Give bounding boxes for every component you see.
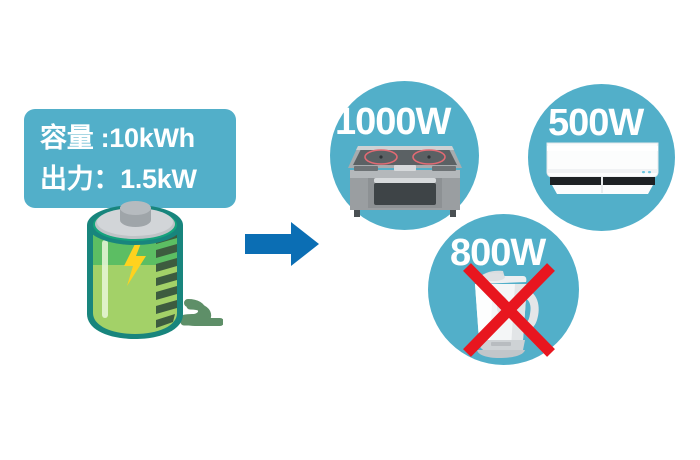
battery-spec-box: 容量 :10kWh 出力：1.5kW — [24, 109, 236, 208]
ih-cooktop-icon — [344, 138, 466, 220]
spec-output-line: 出力：1.5kW — [40, 164, 197, 194]
lightning-bolt-icon — [124, 238, 146, 286]
right-arrow-icon — [243, 219, 323, 269]
watt-label-kettle: 800W — [450, 232, 546, 274]
red-cross-icon — [460, 262, 558, 358]
air-conditioner-icon — [543, 139, 662, 201]
battery-cell-icon — [78, 196, 224, 344]
watt-label-air-conditioner: 500W — [548, 102, 644, 144]
spec-capacity-line: 容量 :10kWh — [40, 123, 195, 153]
watt-label-stove: 1000W — [335, 101, 451, 143]
